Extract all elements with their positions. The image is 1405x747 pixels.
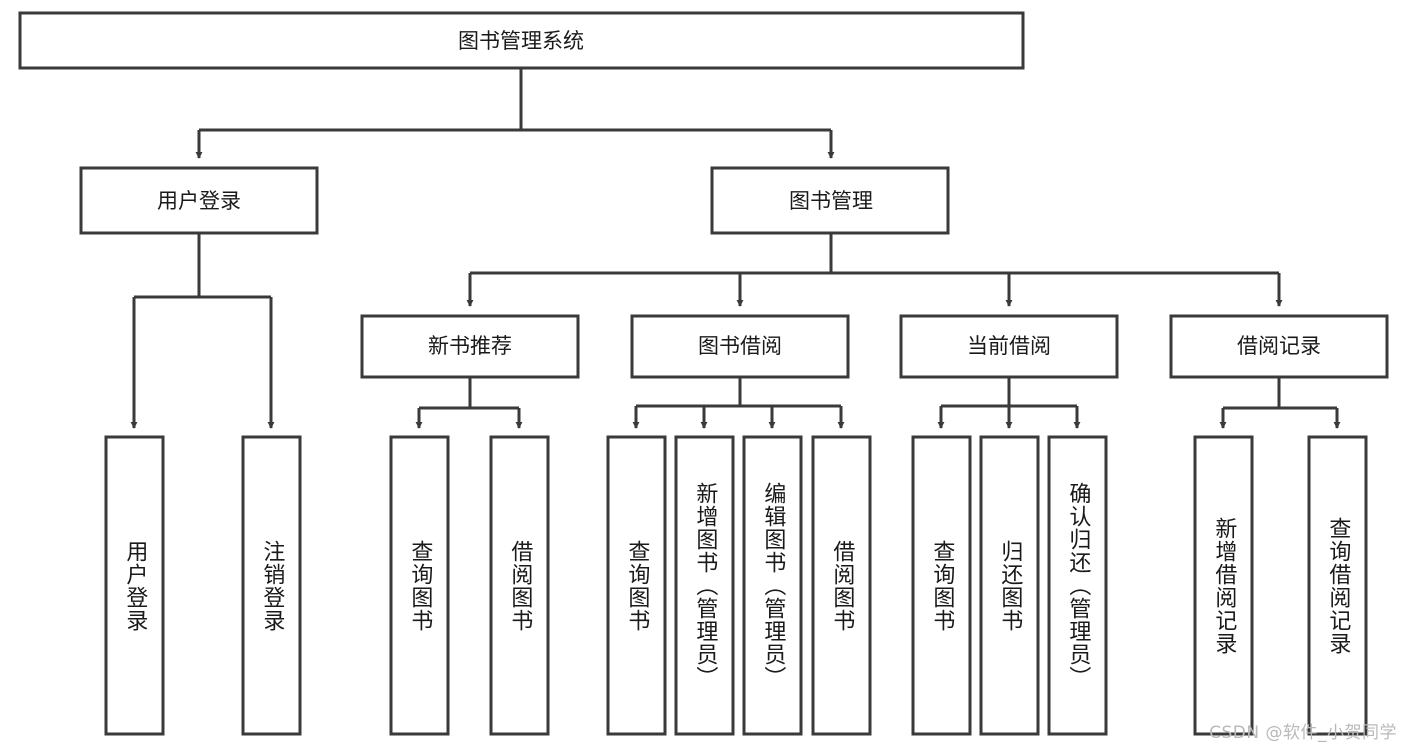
node-book-borrow-box[interactable] — [630, 314, 850, 379]
node-current-borrow-box[interactable] — [899, 314, 1119, 379]
leaf-boxes-new-book-recommend — [389, 435, 550, 736]
leaf-box-return-book[interactable] — [979, 435, 1040, 736]
leaf-boxes-book-borrow — [606, 435, 872, 736]
node-new-book-recommend-label: 新书推荐 — [428, 334, 512, 358]
leaf-box-query-record[interactable] — [1307, 435, 1368, 736]
node-user-login[interactable]: 用户登录 — [79, 166, 319, 235]
leaf-boxes-current-borrow — [911, 435, 1108, 736]
node-book-manage-label: 图书管理 — [789, 189, 873, 213]
leaf-box-edit-book[interactable] — [742, 435, 803, 736]
leaf-box-borrow-book-2[interactable] — [811, 435, 872, 736]
node-current-borrow[interactable]: 当前借阅 — [899, 314, 1119, 379]
node-user-login-label: 用户登录 — [157, 189, 241, 213]
leaf-boxes-borrow-record — [1193, 435, 1368, 736]
node-book-borrow[interactable]: 图书借阅 — [630, 314, 850, 379]
edge-group-userlogin-to-leaves — [130, 233, 275, 429]
edge-group-currentborrow-to-leaves — [937, 377, 1081, 429]
node-root-label: 图书管理系统 — [458, 29, 584, 53]
leaf-box-add-book[interactable] — [674, 435, 735, 736]
edge-group-bookborrow-to-leaves — [632, 377, 845, 429]
node-book-manage[interactable]: 图书管理 — [710, 166, 950, 235]
node-book-manage-box[interactable] — [710, 166, 950, 235]
edge-group-borrowrecord-to-leaves — [1219, 377, 1341, 429]
edge-group-bookmanage-to-level3 — [466, 233, 1283, 307]
node-new-book-recommend[interactable]: 新书推荐 — [360, 314, 580, 379]
leaf-box-user-login[interactable] — [104, 435, 165, 736]
edge-group-root-to-level2 — [195, 68, 835, 159]
leaf-box-borrow-book-1[interactable] — [489, 435, 550, 736]
leaf-box-logout-login[interactable] — [241, 435, 302, 736]
leaf-box-confirm-return[interactable] — [1047, 435, 1108, 736]
leaf-box-query-book-2[interactable] — [606, 435, 667, 736]
edge-group-newbook-to-leaves — [415, 377, 523, 429]
leaf-box-query-book-1[interactable] — [389, 435, 450, 736]
leaf-box-query-book-3[interactable] — [911, 435, 972, 736]
node-borrow-record[interactable]: 借阅记录 — [1169, 314, 1389, 379]
leaf-box-add-record[interactable] — [1193, 435, 1254, 736]
node-borrow-record-box[interactable] — [1169, 314, 1389, 379]
node-new-book-recommend-box[interactable] — [360, 314, 580, 379]
csdn-watermark: CSDN @软件_小贺同学 — [1209, 723, 1397, 743]
node-book-borrow-label: 图书借阅 — [698, 334, 782, 358]
node-root[interactable]: 图书管理系统 — [18, 11, 1025, 70]
node-current-borrow-label: 当前借阅 — [967, 334, 1051, 358]
node-borrow-record-label: 借阅记录 — [1237, 334, 1321, 358]
node-root-box[interactable] — [18, 11, 1025, 70]
node-user-login-box[interactable] — [79, 166, 319, 235]
leaf-boxes-user-login — [104, 435, 302, 736]
